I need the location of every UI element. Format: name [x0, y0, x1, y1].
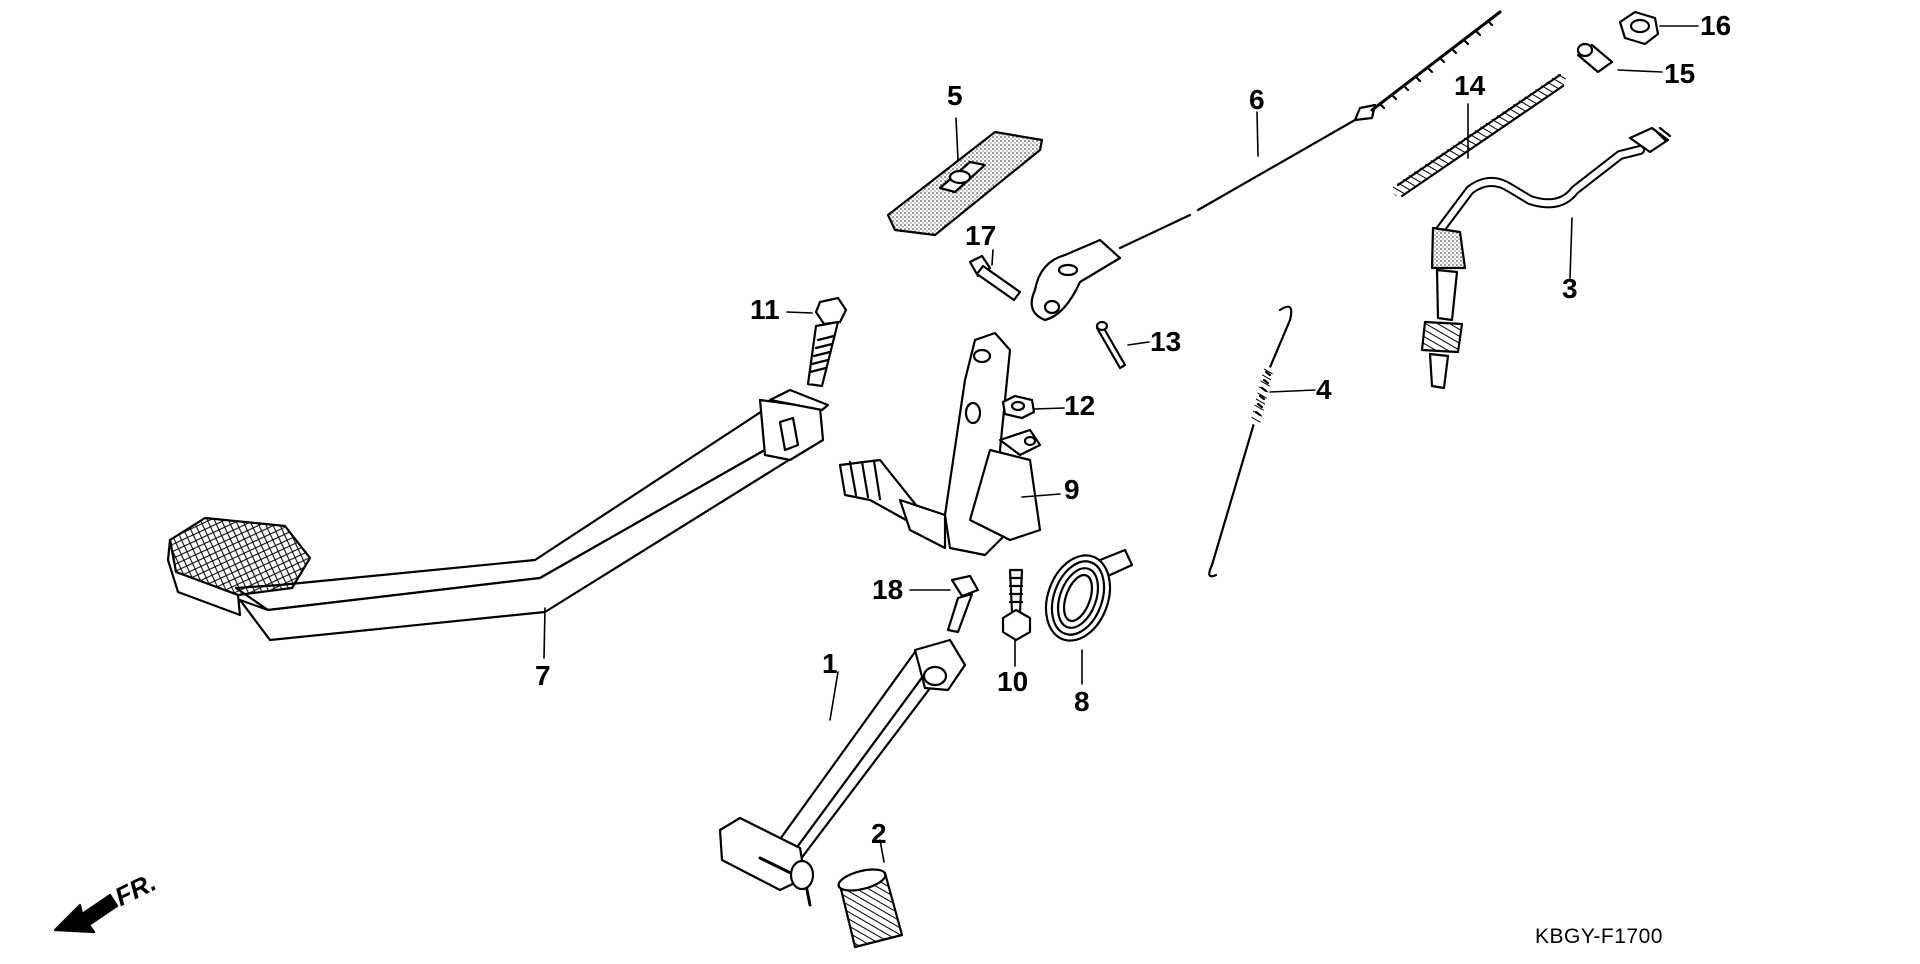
collar-part-15	[1578, 44, 1612, 72]
callout-17: 17	[965, 220, 997, 251]
front-direction-arrow	[55, 895, 117, 932]
callout-13: 13	[1150, 326, 1182, 357]
diagram-code: KBGY-F1700	[1535, 925, 1663, 948]
callout-16: 16	[1700, 10, 1732, 41]
callout-3: 3	[1562, 273, 1578, 304]
bolt-part-18	[948, 576, 978, 632]
callout-4: 4	[1316, 374, 1332, 405]
leader-lines	[544, 26, 1698, 862]
shift-pedal-part-1	[720, 640, 965, 905]
bolt-part-10	[1003, 570, 1030, 640]
coil-spring-part-8	[1035, 546, 1132, 649]
brake-arm-part-9	[840, 333, 1040, 555]
callout-18: 18	[872, 574, 904, 605]
callout-9: 9	[1064, 474, 1080, 505]
return-spring-part-4	[1209, 307, 1291, 577]
callout-5: 5	[947, 80, 963, 111]
switch-rod-part-3	[1422, 128, 1670, 388]
bolt-part-11	[808, 298, 846, 386]
nut-part-12	[1003, 396, 1034, 418]
spring-part-14	[1398, 75, 1563, 196]
cotter-pin-part-13	[1097, 322, 1125, 368]
callout-6: 6	[1249, 84, 1265, 115]
callout-12: 12	[1064, 390, 1096, 421]
callout-10: 10	[997, 666, 1029, 697]
callout-7: 7	[535, 660, 551, 691]
brake-pedal-part-7	[168, 390, 828, 640]
pin-part-17	[970, 256, 1020, 300]
callout-2: 2	[871, 818, 887, 849]
brake-cable-part-6	[1032, 12, 1500, 320]
callout-15: 15	[1664, 58, 1696, 89]
callout-11: 11	[750, 294, 780, 325]
shift-rubber-part-2	[837, 865, 902, 947]
callout-14: 14	[1454, 70, 1486, 101]
callout-1: 1	[822, 648, 838, 679]
nut-part-16	[1620, 12, 1658, 44]
plate-part-5	[888, 132, 1042, 235]
callout-8: 8	[1074, 686, 1090, 717]
